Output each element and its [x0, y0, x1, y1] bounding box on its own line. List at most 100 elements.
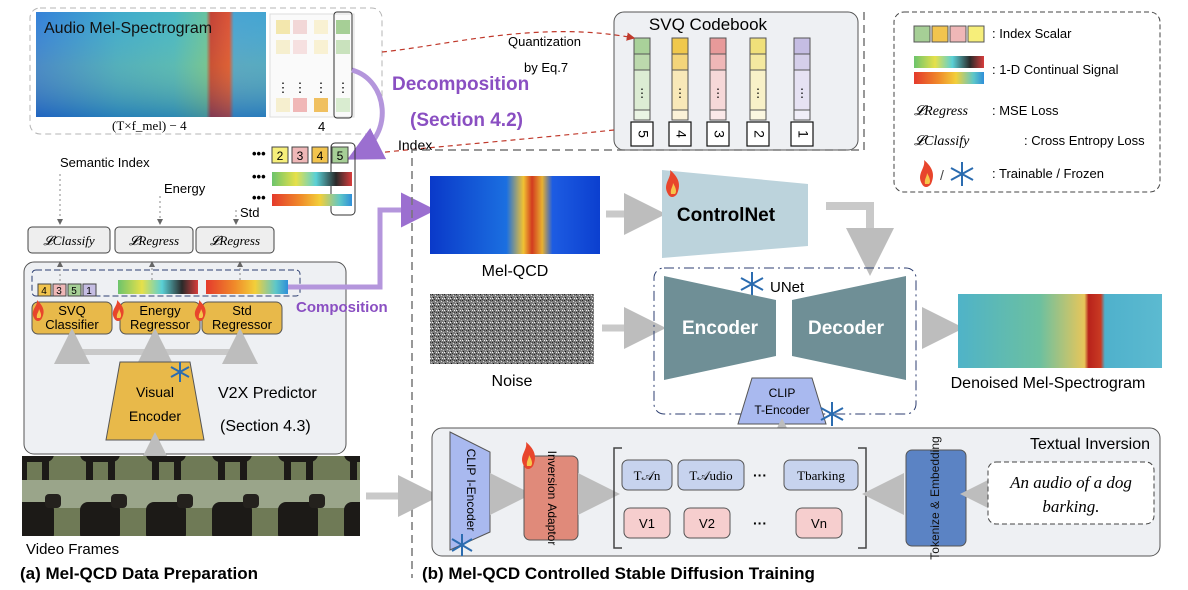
codebook-column-2: ⋮ 2 — [746, 37, 770, 147]
spectrogram-title: Audio Mel-Spectrogram — [44, 20, 212, 37]
token-bracket-left — [613, 447, 622, 549]
codebook-dots-3: ⋮ — [712, 86, 724, 100]
spectrogram-shading — [36, 12, 266, 117]
flame-icon — [112, 300, 124, 321]
side-column-3: ⋮ — [314, 20, 328, 112]
std-regressor-block: Std Regressor — [201, 301, 283, 335]
mel-qcd-image — [430, 176, 600, 254]
std-label: Std — [240, 205, 260, 220]
legend-label-5: : Trainable / Frozen — [992, 166, 1104, 181]
energy-regressor-block: Energy Regressor — [119, 301, 201, 335]
flame-icon — [920, 160, 934, 187]
predictor-chip-2: 3 — [56, 286, 62, 297]
predictor-chip-4: 1 — [86, 286, 92, 297]
index-chip-5: 5 — [337, 149, 344, 163]
legend-index-scalar: : Index Scalar — [913, 25, 1072, 43]
textual-inversion-title: Textual Inversion — [1030, 436, 1150, 453]
clip-t-encoder-block — [737, 377, 827, 425]
snowflake-icon — [740, 272, 764, 296]
flame-icon — [32, 300, 44, 321]
loss-regress-std-label: 𝓛Regress — [210, 233, 260, 248]
clip-i-encoder-block — [449, 431, 491, 551]
inversion-adaptor-label: InversionAdaptor — [545, 451, 559, 546]
spectrogram-frame — [29, 7, 383, 135]
codebook-index-1: 1 — [795, 130, 811, 138]
energy-regressor-line2: Regressor — [130, 317, 191, 332]
side-column-1: ⋮ — [276, 20, 290, 112]
energy-signal-bar — [272, 172, 352, 186]
predictor-name: V2X Predictor — [218, 385, 317, 402]
codebook-column-1: ⋮ 1 — [790, 37, 814, 147]
side-index-columns: ⋮ ⋮ ⋮ ⋮ — [269, 11, 355, 119]
legend-trainable-frozen: / : Trainable / Frozen — [920, 160, 1104, 187]
side-column-2: ⋮ — [293, 20, 307, 112]
composition-arrow — [288, 192, 436, 290]
quantization-label: Quantization — [508, 34, 581, 49]
video-frames-label: Video Frames — [26, 541, 119, 558]
unet-encoder-label: Encoder — [682, 318, 759, 339]
legend-slash: / — [940, 167, 944, 183]
flame-icon — [666, 170, 680, 197]
denoised-label: Denoised Mel-Spectrogram — [951, 375, 1146, 392]
visual-encoder-block — [105, 361, 205, 441]
legend-mse: 𝓛Regress : MSE Loss — [914, 103, 1059, 119]
clip-t-line2: T-Encoder — [754, 403, 809, 417]
noise-label: Noise — [492, 373, 533, 390]
codebook-title: SVQ Codebook — [649, 15, 768, 34]
decomposition-label: Decomposition — [392, 74, 529, 95]
svq-classifier-line1: SVQ — [58, 303, 85, 318]
legend-sym-4: 𝓛Classify — [914, 134, 970, 149]
quantization-arrow — [381, 31, 636, 53]
svq-classifier-block: SVQ Classifier — [31, 301, 113, 335]
token-row-text: T𝒜n T𝒜udio ··· Tbarking — [621, 459, 859, 491]
predictor-energy-bar — [118, 280, 198, 294]
predictor-chip-3: 5 — [71, 286, 77, 297]
loss-regress-std-box — [195, 226, 275, 254]
prompt-line1: An audio of a dog — [1009, 473, 1132, 492]
clip-i-encoder-label: CLIPI-Encoder — [464, 449, 478, 532]
svq-classifier-line2: Classifier — [45, 317, 99, 332]
legend-cross-entropy: 𝓛Classify : Cross Entropy Loss — [914, 133, 1145, 149]
spectrogram-dim-label: (T×f_mel) − 4 — [112, 118, 187, 133]
index-arrow — [356, 129, 615, 159]
legend-label-1: : Index Scalar — [992, 26, 1072, 41]
side-dots-3: ⋮ — [315, 80, 328, 95]
spectrogram-side-label: 4 — [318, 119, 325, 134]
predictor-section: (Section 4.3) — [220, 418, 311, 435]
energy-regressor-line1: Energy — [139, 303, 181, 318]
snowflake-icon — [451, 534, 473, 556]
decomposition-section: (Section 4.2) — [410, 110, 523, 131]
energy-label: Energy — [164, 181, 206, 196]
legend-sym-3: 𝓛Regress — [914, 104, 969, 119]
unet-label: UNet — [770, 279, 805, 296]
denoised-spectrogram-image — [958, 294, 1162, 368]
unet-decoder-label: Decoder — [808, 318, 885, 339]
codebook-column-3: ⋮ 3 — [706, 37, 730, 147]
std-dots: ••• — [252, 190, 266, 205]
index-chip-2: 2 — [277, 149, 284, 163]
codebook-columns: ⋮ 5 ⋮ 4 ⋮ 3 ⋮ — [630, 37, 814, 147]
token-t-3: Tbarking — [797, 468, 845, 483]
clip-t-line1: CLIP — [769, 386, 796, 400]
mel-qcd-label: Mel-QCD — [482, 263, 549, 280]
std-regressor-line1: Std — [232, 303, 252, 318]
quantization-eq-label: by Eq.7 — [524, 60, 568, 75]
composition-label: Composition — [296, 299, 388, 316]
side-dots-1: ⋮ — [277, 80, 290, 95]
codebook-column-5: ⋮ 5 — [630, 37, 654, 147]
loss-classify-label: 𝓛Classify — [43, 233, 95, 248]
controlnet-block — [662, 170, 808, 258]
loss-classify-box — [27, 226, 111, 254]
snowflake-icon — [950, 162, 974, 186]
token-t-2: T𝒜udio — [689, 468, 732, 483]
index-chip-3: 3 — [297, 149, 304, 163]
visual-encoder-line1: Visual — [136, 384, 174, 400]
std-regressor-line2: Regressor — [212, 317, 273, 332]
unet-encoder-block — [664, 276, 776, 380]
codebook-dots-5: ⋮ — [636, 86, 648, 100]
predictor-std-bar — [206, 280, 288, 294]
legend-panel — [893, 11, 1161, 193]
prompt-line2: barking. — [1042, 497, 1099, 516]
tokenize-embedding-label: Tokenize &Embedding — [928, 436, 942, 559]
